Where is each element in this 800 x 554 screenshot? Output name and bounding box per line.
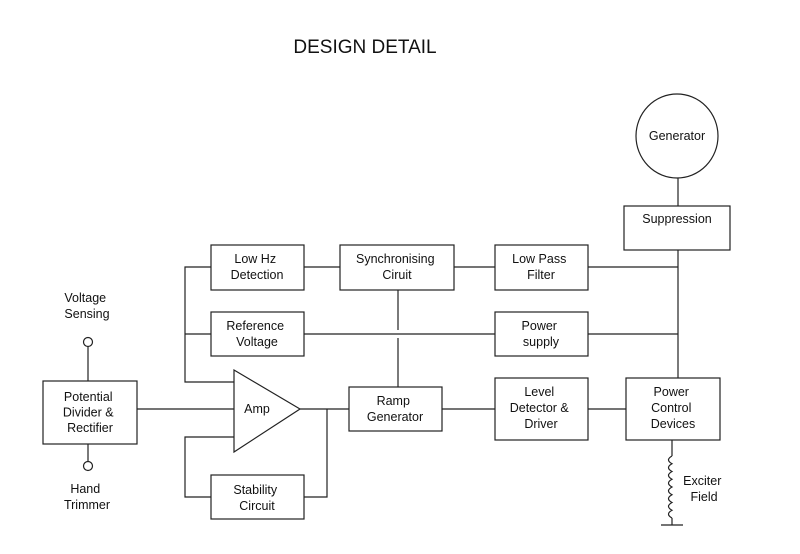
svg-text:Suppression: Suppression: [642, 212, 712, 226]
svg-text:Stability Circuit: Stability Circuit: [233, 483, 280, 513]
svg-text:Low Hz Detection: Low Hz Detection: [231, 252, 284, 282]
exciter-coil: [667, 455, 674, 519]
svg-text:Synchronising Ciruit: Synchronising Ciruit: [356, 252, 438, 282]
svg-text:Power supply: Power supply: [522, 319, 561, 349]
svg-text:Reference Voltage: Reference Voltage: [226, 319, 287, 349]
suppression-label: Suppression: [642, 212, 712, 226]
svg-text:Amp: Amp: [244, 402, 270, 416]
svg-text:Hand Trimmer: Hand Trimmer: [64, 482, 110, 512]
reference-voltage-block: Reference Voltage: [210, 311, 305, 357]
suppression-block: Suppression: [623, 205, 731, 251]
svg-text:Power Control Devi: Power Control Devices: [651, 385, 695, 431]
wires: [87, 178, 683, 526]
voltage-sensing-terminal-icon: [82, 336, 94, 348]
synchronising-circuit-block: Synchronising Ciruit: [339, 244, 455, 291]
svg-text:Ramp Generator: Ramp Generator: [367, 394, 423, 424]
low-hz-detection-block: Low Hz Detection: [210, 244, 305, 291]
svg-text:Low Pass Filter: Low Pass Filter: [512, 252, 570, 282]
hand-trimmer-terminal: Hand Trimmer: [64, 460, 110, 512]
low-pass-filter-block: Low Pass Filter: [494, 244, 589, 291]
power-supply-block: Power supply: [494, 311, 589, 357]
generator-node: Generator: [635, 93, 719, 179]
exciter-field-label: Exciter Field: [683, 474, 725, 504]
svg-text:Exciter Field: Exciter Field: [683, 474, 725, 504]
potential-divider-block: Potential Divider & Rectifier: [42, 380, 138, 445]
svg-text:Voltage Sensing: Voltage Sensing: [64, 291, 109, 321]
amp-triangle: Amp: [233, 368, 302, 454]
diagram-title: DESIGN DETAIL: [293, 37, 436, 58]
svg-text:Level Detector & D: Level Detector & Driver: [510, 385, 573, 431]
svg-text:Potential Divider &: Potential Divider & Rectifier: [63, 390, 117, 435]
power-control-block: Power Control Devices: [625, 377, 721, 441]
hand-trimmer-terminal-icon: [82, 460, 94, 472]
svg-text:Generator: Generator: [649, 129, 705, 143]
stability-circuit-block: Stability Circuit: [210, 474, 305, 520]
ramp-generator-block: Ramp Generator: [348, 386, 443, 432]
generator-label: Generator: [649, 129, 705, 143]
level-detector-block: Level Detector & Driver: [494, 377, 589, 441]
voltage-sensing-terminal: Voltage Sensing: [64, 291, 110, 348]
